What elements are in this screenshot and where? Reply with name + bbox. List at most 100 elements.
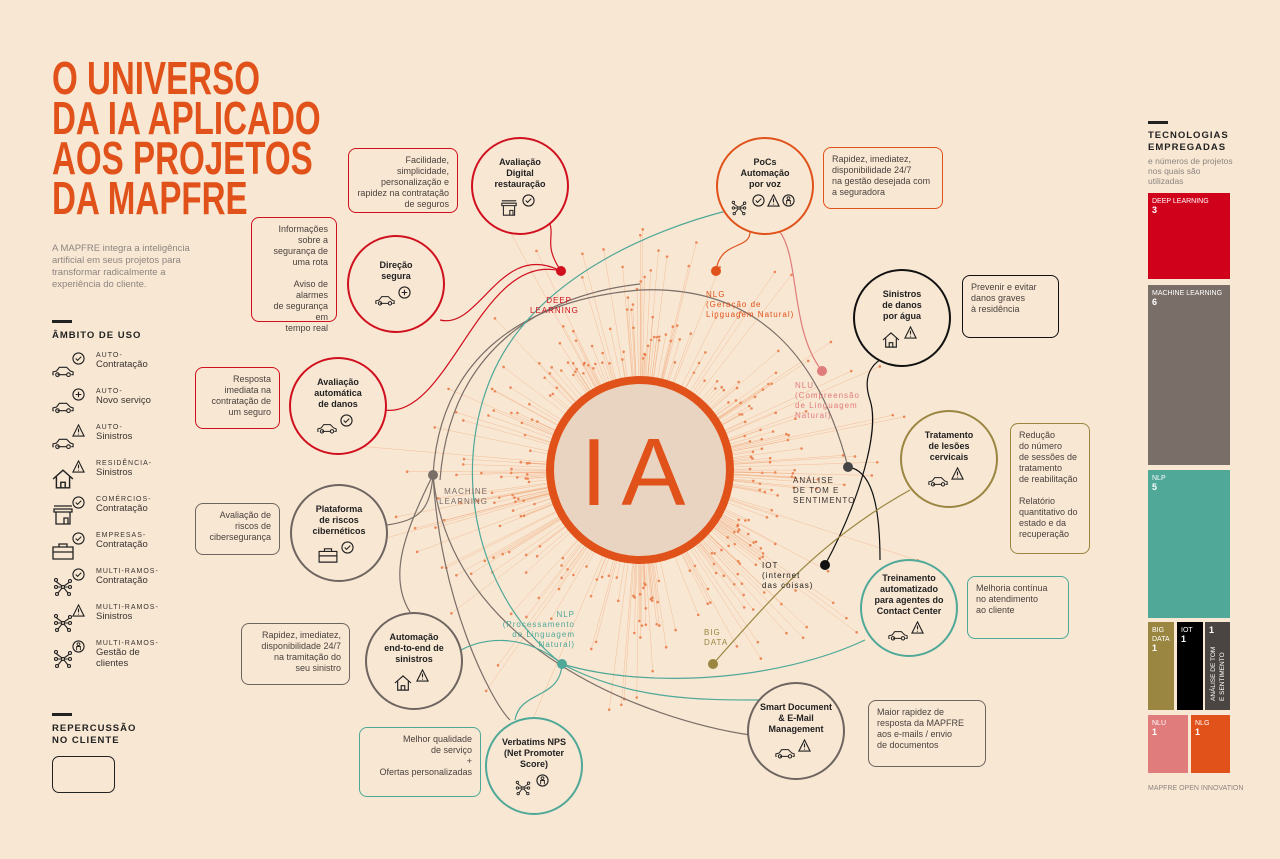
project-circle[interactable]: Direção segura — [347, 235, 445, 333]
project-circle[interactable]: Automação end-to-end de sinistros — [365, 612, 463, 710]
project-benefit-box: Redução do número de sessões de tratamen… — [1010, 423, 1090, 554]
treemap-name: IOT — [1181, 627, 1193, 634]
legend-item: MULTI-RAMOS-Gestão de clientes — [52, 640, 159, 672]
net-person-icon — [515, 773, 549, 795]
link-red-2 — [439, 263, 562, 322]
project-title: Tratamento de lesões cervicais — [924, 429, 974, 462]
treemap-count: 1 — [1152, 727, 1158, 737]
link-water — [824, 359, 881, 566]
car-warn-icon — [928, 466, 964, 487]
project-circle[interactable]: PoCs Automação por voz — [716, 137, 814, 235]
car-warn-icon — [775, 738, 811, 759]
ia-core-circle — [546, 376, 734, 564]
project-circle[interactable]: Verbatims NPS (Net Promoter Score) — [485, 717, 583, 815]
project-circle[interactable]: Sinistros de danos por água — [853, 269, 951, 367]
project-benefit-box: Resposta imediata na contratação de um s… — [195, 367, 280, 429]
project-benefit-box: Rapidez, imediatez, disponibilidade 24/7… — [823, 147, 943, 209]
treemap-count: 1 — [1209, 625, 1215, 635]
legend-label: Sinistros — [96, 431, 133, 442]
divider — [52, 320, 72, 323]
repercussao-legend-box — [52, 756, 115, 793]
footer: MAPFRE OPEN INNOVATION — [1148, 785, 1244, 792]
car-plus-icon — [375, 286, 411, 306]
legend-item: COMÉRCIOS-Contratação — [52, 496, 152, 528]
house-warn-icon — [394, 668, 429, 691]
project-benefit-box: Melhoria contínua no atendimento ao clie… — [967, 576, 1069, 639]
legend-item: AUTO-Contratação — [52, 352, 148, 384]
link-nlp-1 — [460, 639, 563, 665]
page-title: O UNIVERSO DA IA APLICADO AOS PROJETOS D… — [52, 52, 321, 224]
treemap-subheading: e números de projetos nos quais são util… — [1148, 156, 1233, 186]
legend-label: Gestão de clientes — [96, 647, 140, 669]
tech-nlu: NLU (Compreensão de Linguagem Natural) — [795, 381, 860, 420]
link-nlp-3 — [561, 639, 866, 679]
intro-text: A MAPFRE integra a inteligência artifici… — [52, 243, 190, 290]
project-title: Verbatims NPS (Net Promoter Score) — [501, 736, 567, 769]
project-title: Treinamento automatizado para agentes do… — [874, 573, 944, 616]
treemap-heading: TECNOLOGIAS EMPREGADAS — [1148, 130, 1229, 153]
treemap-count: 1 — [1152, 643, 1158, 653]
legend-category: COMÉRCIOS- — [96, 496, 152, 503]
ia-core-label: IA — [581, 419, 700, 526]
brief-check-icon — [318, 540, 354, 563]
treemap-count: 6 — [1152, 297, 1158, 307]
house-warn-icon — [882, 325, 917, 348]
link-orange — [715, 231, 751, 272]
link-red-3 — [383, 268, 562, 411]
project-circle[interactable]: Treinamento automatizado para agentes do… — [860, 559, 958, 657]
divider — [52, 713, 72, 716]
project-circle[interactable]: Smart Document & E-Mail Management — [747, 682, 845, 780]
treemap-name: NLG — [1195, 720, 1210, 727]
treemap-name: NLU — [1152, 720, 1167, 727]
legend-item: AUTO-Sinistros — [52, 424, 132, 456]
tech-big-data: BIG DATA — [704, 628, 729, 647]
legend-category: AUTO- — [96, 352, 123, 359]
project-benefit-box: Maior rapidez de resposta da MAPFRE aos … — [868, 700, 986, 767]
car-plus-icon — [52, 388, 85, 414]
project-circle[interactable]: Avaliação Digital restauração — [471, 137, 569, 235]
legend-label: Contratação — [96, 539, 148, 550]
treemap-name: BIG DATA — [1152, 627, 1170, 643]
legend-category: EMPRESAS- — [96, 532, 147, 539]
car-check-icon — [317, 413, 353, 434]
link-ml-3 — [432, 474, 511, 721]
ring-machine-learning — [432, 289, 849, 476]
link-bigdata — [712, 489, 911, 665]
ring-nlp — [471, 209, 731, 665]
tech-analise: ANÁLISE DE TOM E SENTIMENTO — [793, 476, 856, 505]
ring-deep-learning — [439, 283, 641, 481]
house-warning-icon — [52, 460, 85, 489]
project-circle[interactable]: Tratamento de lesões cervicais — [900, 410, 998, 508]
treemap-count: 5 — [1152, 482, 1158, 492]
project-benefit-box: Prevenir e evitar danos graves à residên… — [962, 275, 1059, 338]
project-title: Direção segura — [379, 260, 413, 281]
legend-label: Sinistros — [96, 467, 133, 478]
tech-deep-learning: DEEP LEARNING — [530, 296, 579, 315]
link-ml-1 — [386, 474, 434, 526]
link-nlu — [779, 231, 823, 372]
project-benefit-box: Facilidade, simplicidade, personalização… — [348, 148, 458, 213]
project-title: Plataforma de riscos cibernéticos — [312, 503, 366, 536]
legend-item: EMPRESAS-Contratação — [52, 532, 148, 564]
legend-label: Contratação — [96, 503, 148, 514]
tech-machine-learning: MACHINE LEARNING — [439, 487, 488, 506]
project-benefit-box: Informações sobre a segurança de uma rot… — [251, 217, 337, 333]
legend-label: Novo serviço — [96, 395, 151, 406]
project-circle[interactable]: Avaliação automática de danos — [289, 357, 387, 455]
legend-category: AUTO- — [96, 424, 123, 431]
project-benefit-box: Avaliação de riscos de cibersegurança — [195, 503, 280, 555]
treemap-name: DEEP LEARNING — [1152, 198, 1209, 205]
project-circle[interactable]: Plataforma de riscos cibernéticos — [290, 484, 388, 582]
store-check-icon — [53, 496, 85, 525]
legend-category: MULTI-RAMOS- — [96, 640, 159, 647]
treemap-name: NLP — [1152, 475, 1166, 482]
repercussao-heading: REPERCUSSÃO NO CLIENTE — [52, 723, 137, 746]
network-check-icon — [53, 568, 85, 597]
